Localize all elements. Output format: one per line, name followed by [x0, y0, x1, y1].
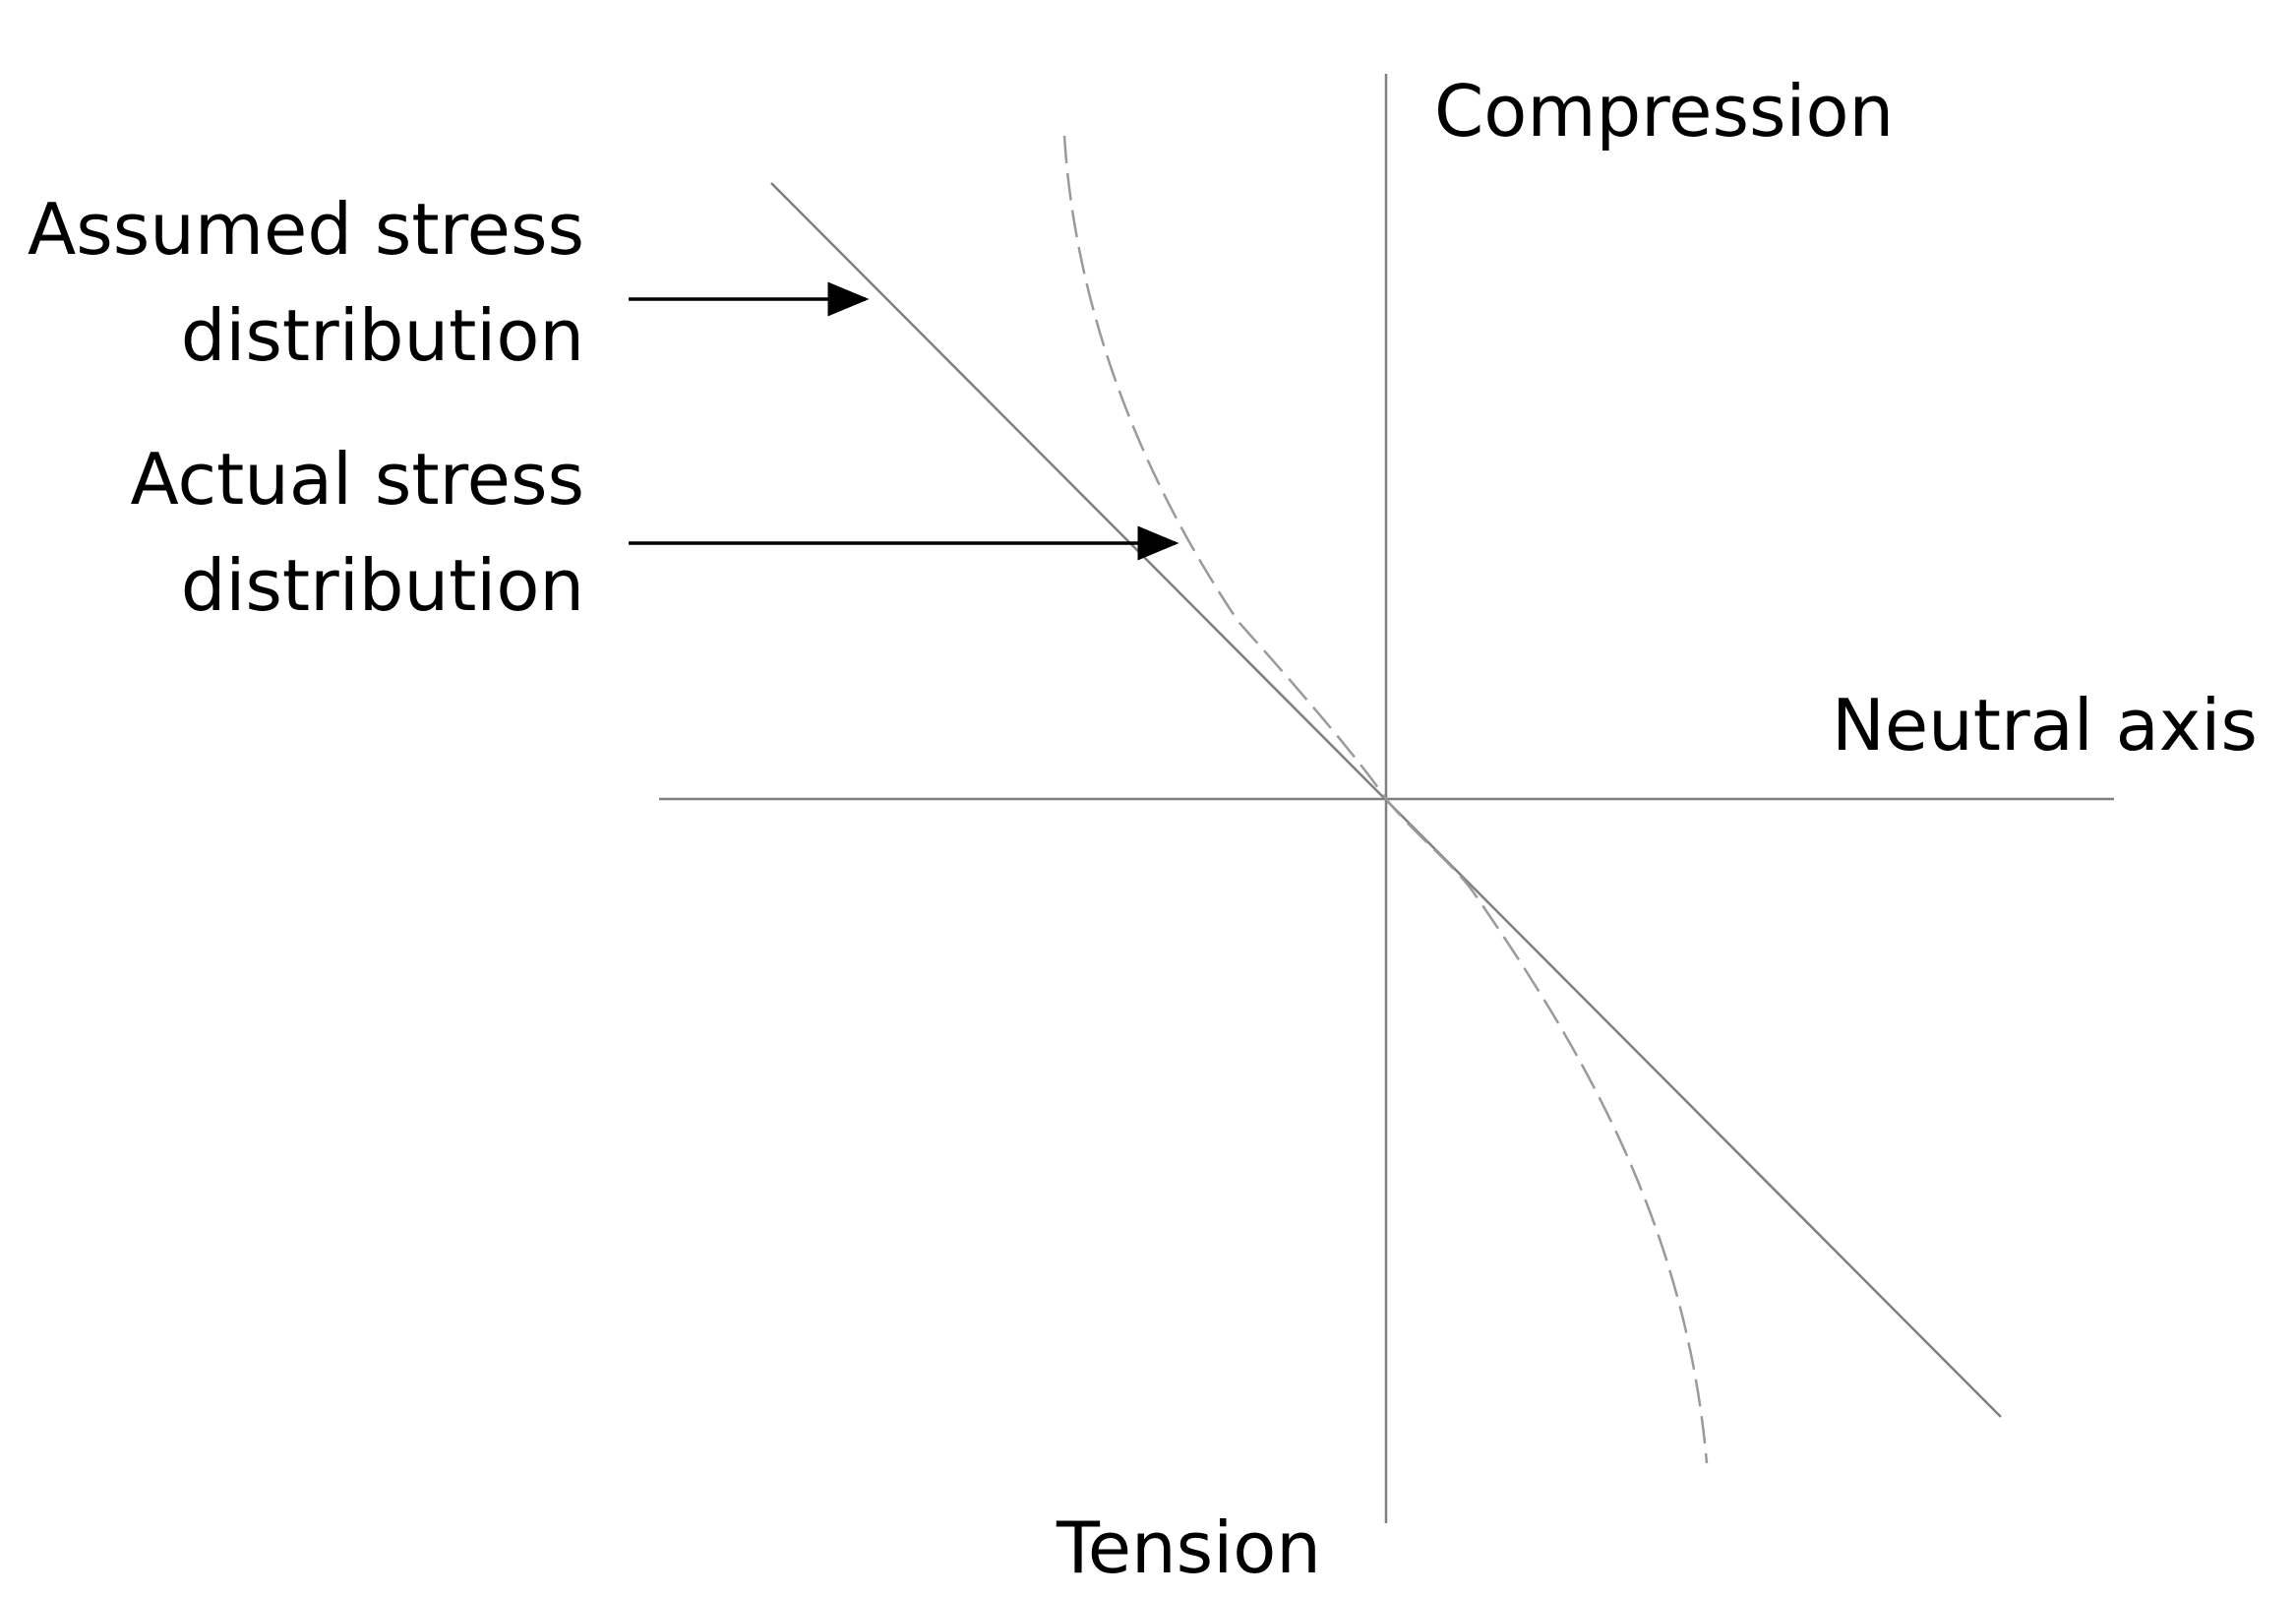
- neutral-axis-label: Neutral axis: [1832, 684, 2258, 767]
- compression-label: Compression: [1434, 70, 1894, 153]
- assumed-stress-label-line1: Assumed stress: [28, 188, 584, 271]
- tension-label: Tension: [1056, 1506, 1321, 1589]
- actual-stress-label-line1: Actual stress: [130, 438, 584, 521]
- assumed-stress-label-line2: distribution: [181, 294, 584, 377]
- actual-stress-label-line2: distribution: [181, 544, 584, 627]
- actual-stress-curve: [1062, 135, 1709, 1464]
